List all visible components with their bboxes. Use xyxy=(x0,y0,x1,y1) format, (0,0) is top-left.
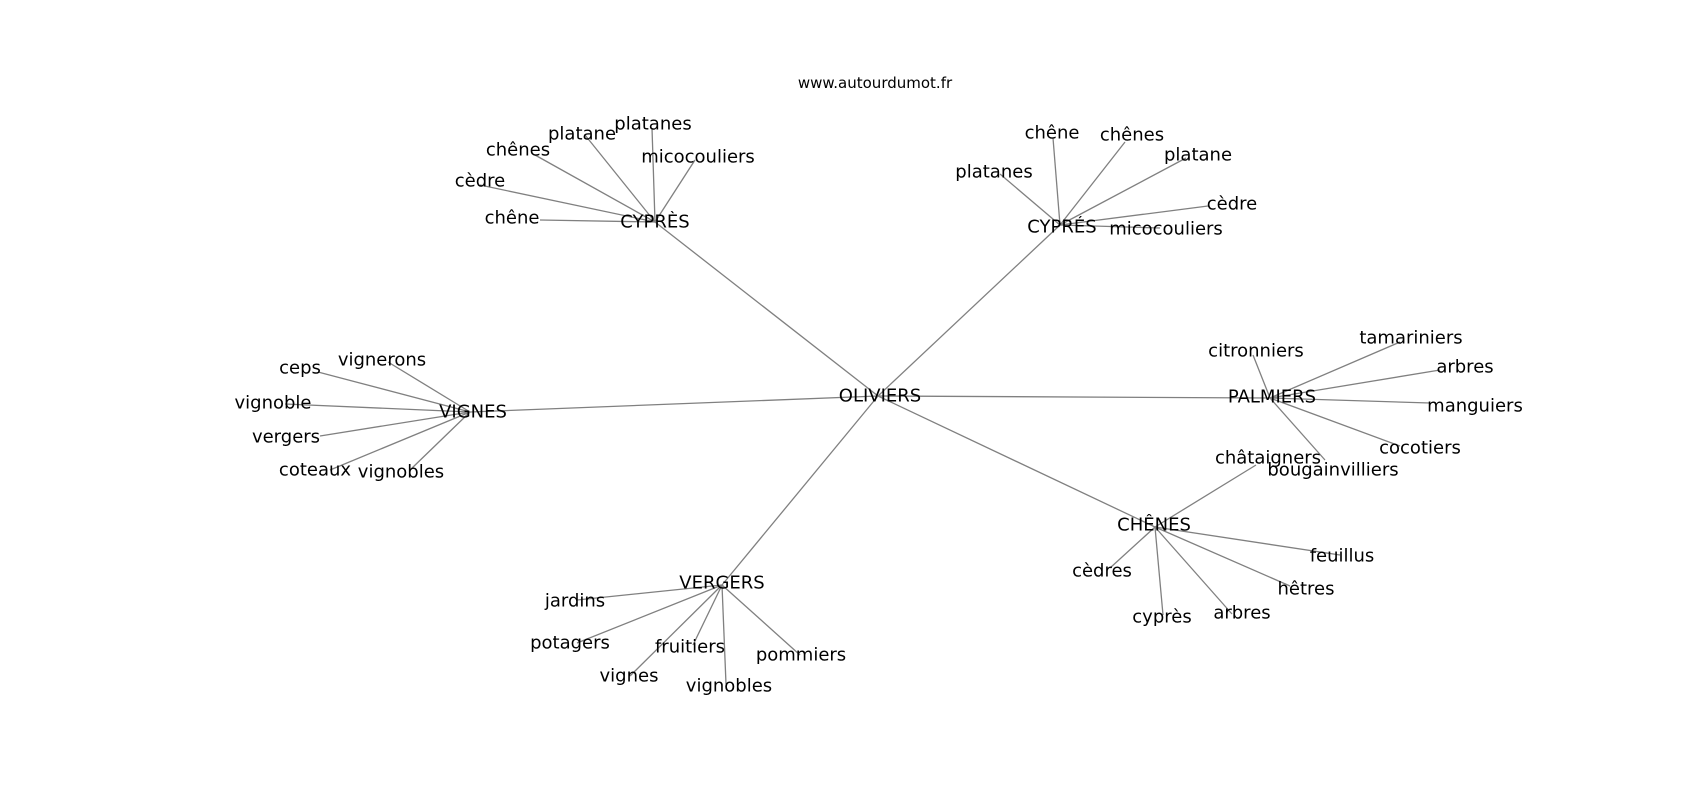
edge-vignes-leaf-4 xyxy=(329,411,471,471)
edge-cypres_right-leaf-1 xyxy=(1052,137,1061,226)
leaf-node[interactable]: fruitiers xyxy=(655,637,725,658)
leaf-node[interactable]: hêtres xyxy=(1278,579,1335,600)
edge-palmiers-leaf-5 xyxy=(1269,397,1326,461)
leaf-node[interactable]: cèdre xyxy=(455,171,505,192)
edge-cypres_right-leaf-0 xyxy=(999,173,1061,226)
edge-palmiers-leaf-0 xyxy=(1252,354,1271,399)
hub-node-cypres_left[interactable]: CYPRÈS xyxy=(620,211,689,233)
leaf-node[interactable]: chênes xyxy=(486,140,550,161)
leaf-node[interactable]: micocouliers xyxy=(641,147,755,168)
edge-cypres_right-leaf-4 xyxy=(1059,205,1209,226)
leaf-node[interactable]: chênes xyxy=(1100,125,1164,146)
leaf-node[interactable]: pommiers xyxy=(756,645,846,666)
edge-chenes-leaf-5 xyxy=(1109,526,1156,569)
edge-center-to-vergers xyxy=(721,395,879,586)
edge-cypres_left-leaf-2 xyxy=(534,154,656,223)
leaf-node[interactable]: platane xyxy=(548,124,616,145)
edge-cypres_left-leaf-1 xyxy=(479,184,656,223)
leaf-node[interactable]: cèdre xyxy=(1207,194,1257,215)
leaf-node[interactable]: tamariniers xyxy=(1359,328,1462,349)
leaf-node[interactable]: platanes xyxy=(955,162,1032,183)
leaf-node[interactable]: vignoble xyxy=(234,393,311,414)
center-node-label[interactable]: OLIVIERS xyxy=(839,386,921,407)
edge-center-to-cypres_left xyxy=(654,221,879,397)
edge-center-to-vignes xyxy=(469,395,879,413)
edge-vignes-leaf-3 xyxy=(319,411,471,437)
edge-vergers-leaf-1 xyxy=(576,584,723,644)
leaf-node[interactable]: châtaigners xyxy=(1215,448,1321,469)
leaf-node[interactable]: cyprès xyxy=(1132,607,1191,628)
leaf-node[interactable]: vignes xyxy=(600,666,659,687)
edge-vergers-leaf-3 xyxy=(692,584,723,646)
edge-vignes-leaf-5 xyxy=(409,411,471,471)
edge-palmiers-leaf-1 xyxy=(1269,341,1401,399)
edge-cypres_right-leaf-2 xyxy=(1059,141,1126,226)
edge-vergers-leaf-2 xyxy=(629,584,723,677)
hub-node-cypres_right[interactable]: CYPRÉS xyxy=(1027,216,1096,238)
edge-chenes-leaf-2 xyxy=(1154,526,1291,587)
leaf-node[interactable]: feuillus xyxy=(1310,546,1375,567)
leaf-node[interactable]: vergers xyxy=(252,427,320,448)
edge-chenes-leaf-3 xyxy=(1154,526,1233,615)
edge-cypres_left-leaf-5 xyxy=(654,159,696,223)
leaf-node[interactable]: bougainvilliers xyxy=(1267,460,1398,481)
edge-cypres_left-leaf-3 xyxy=(584,134,656,223)
edge-palmiers-leaf-4 xyxy=(1269,397,1401,447)
edge-palmiers-leaf-2 xyxy=(1269,369,1441,399)
hub-node-vignes[interactable]: VIGNES xyxy=(439,402,507,423)
leaf-node[interactable]: arbres xyxy=(1436,357,1493,378)
leaf-node[interactable]: platane xyxy=(1164,145,1232,166)
leaf-node[interactable]: arbres xyxy=(1213,603,1270,624)
edge-center-to-cypres_right xyxy=(877,224,1061,397)
edge-vignes-leaf-1 xyxy=(387,361,471,413)
site-title: www.autourdumot.fr xyxy=(798,74,953,92)
edge-chenes-leaf-4 xyxy=(1154,526,1164,616)
edge-center-to-chenes xyxy=(877,395,1156,528)
leaf-node[interactable]: vignobles xyxy=(686,676,772,697)
hub-node-chenes[interactable]: CHÊNES xyxy=(1117,514,1191,536)
leaf-node[interactable]: cèdres xyxy=(1072,561,1132,582)
leaf-node[interactable]: chêne xyxy=(1025,123,1080,144)
edge-vignes-leaf-2 xyxy=(284,403,471,413)
leaf-node[interactable]: vignerons xyxy=(338,350,426,371)
hub-node-palmiers[interactable]: PALMIERS xyxy=(1228,387,1316,408)
labels-layer: OLIVIERSCYPRÈSchênecèdrechênesplatanepla… xyxy=(234,114,1522,697)
edge-vergers-leaf-4 xyxy=(721,584,727,685)
leaf-node[interactable]: potagers xyxy=(530,633,610,654)
edge-vergers-leaf-5 xyxy=(721,584,801,656)
edge-cypres_left-leaf-0 xyxy=(539,219,656,223)
leaf-node[interactable]: jardins xyxy=(544,591,605,612)
edge-palmiers-leaf-3 xyxy=(1269,397,1431,404)
leaf-node[interactable]: citronniers xyxy=(1208,341,1304,362)
leaf-node[interactable]: coteaux xyxy=(279,460,351,481)
edges-layer xyxy=(284,127,1441,685)
hub-node-vergers[interactable]: VERGERS xyxy=(679,573,764,594)
edge-chenes-leaf-1 xyxy=(1154,526,1341,556)
edge-cypres_right-leaf-3 xyxy=(1059,157,1187,226)
leaf-node[interactable]: chêne xyxy=(485,208,540,229)
edge-vignes-leaf-0 xyxy=(317,371,471,413)
leaf-node[interactable]: platanes xyxy=(614,114,691,135)
leaf-node[interactable]: ceps xyxy=(279,358,321,379)
edge-vergers-leaf-0 xyxy=(576,584,723,601)
edge-cypres_left-leaf-4 xyxy=(651,127,656,223)
edge-center-to-palmiers xyxy=(877,395,1271,399)
edge-chenes-leaf-0 xyxy=(1154,464,1257,528)
leaf-node[interactable]: cocotiers xyxy=(1379,438,1461,459)
edge-cypres_right-leaf-5 xyxy=(1059,224,1161,229)
leaf-node[interactable]: manguiers xyxy=(1427,396,1523,417)
leaf-node[interactable]: vignobles xyxy=(358,462,444,483)
leaf-node[interactable]: micocouliers xyxy=(1109,219,1223,240)
